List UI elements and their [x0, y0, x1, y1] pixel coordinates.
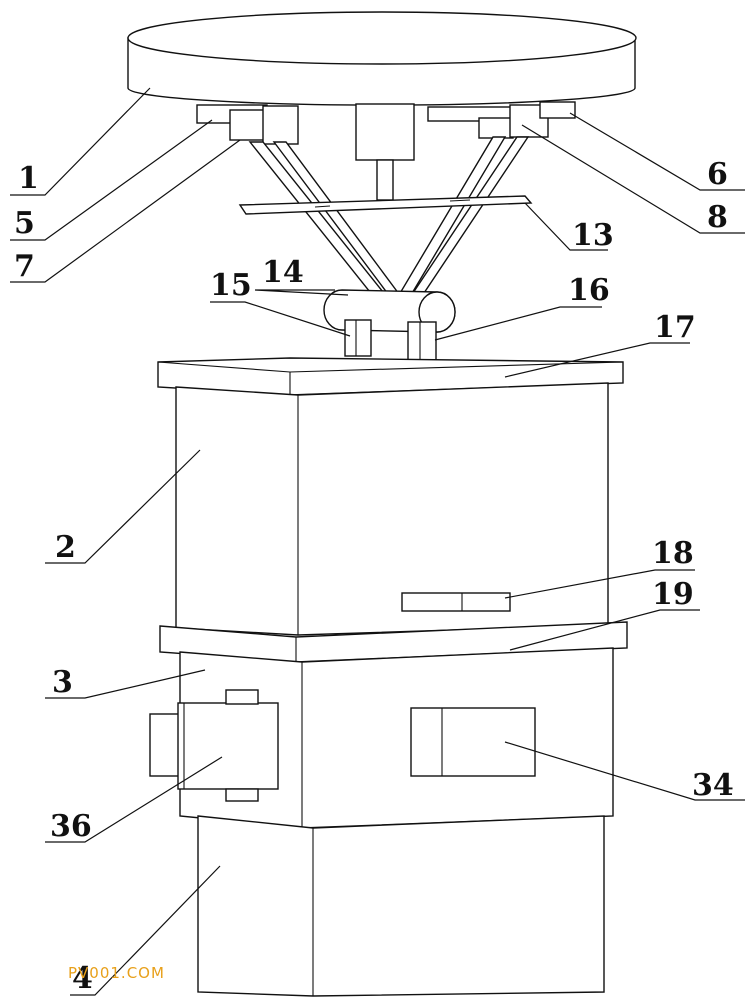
leader-lines [10, 87, 745, 996]
label-36: 36 [50, 809, 92, 844]
watermark: PV001.COM [68, 964, 165, 982]
label-7: 7 [14, 249, 35, 284]
top-disc [127, 11, 637, 106]
label-2: 2 [55, 530, 76, 565]
label-16: 16 [568, 273, 610, 308]
gripper-assembly [323, 289, 456, 361]
reference-numbers: 1 5 7 6 8 13 14 15 16 17 2 18 19 3 34 36… [14, 157, 734, 996]
label-14: 14 [262, 255, 304, 290]
label-17: 17 [654, 310, 696, 345]
label-5: 5 [14, 206, 35, 241]
disc-brackets [196, 101, 576, 201]
label-18: 18 [652, 536, 694, 571]
plate-13 [238, 195, 533, 215]
top-cover-17 [157, 357, 624, 396]
middle-body-3 [149, 647, 614, 829]
label-19: 19 [652, 577, 694, 612]
label-4: 4 [72, 961, 93, 996]
lower-body-4 [197, 815, 605, 997]
upper-body-2 [175, 382, 609, 636]
label-15: 15 [210, 268, 252, 303]
label-8: 8 [707, 200, 728, 235]
label-3: 3 [52, 665, 73, 700]
label-1: 1 [18, 161, 39, 196]
label-13: 13 [572, 218, 614, 253]
label-34: 34 [692, 768, 734, 803]
label-6: 6 [707, 157, 728, 192]
